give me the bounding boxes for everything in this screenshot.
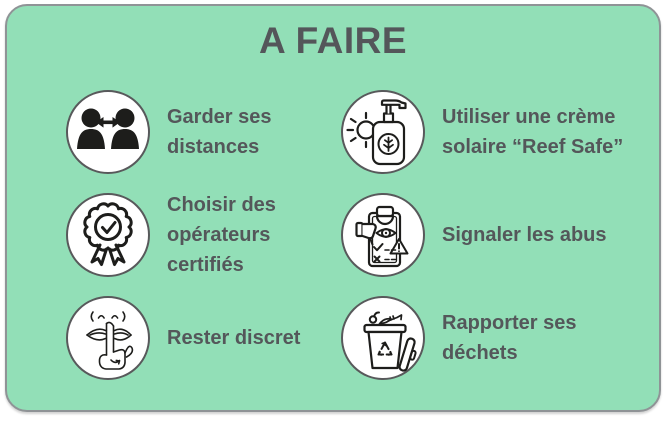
icon-circle	[341, 90, 425, 174]
icon-circle	[341, 296, 425, 380]
list-item-rapporter-dechets: Rapporter ses déchets	[341, 296, 577, 380]
certified-badge-icon	[83, 202, 133, 266]
item-label: Choisir des opérateurs certifiés	[167, 194, 276, 276]
list-item-signaler-abus: Signaler les abus	[341, 193, 607, 277]
item-label: Rester discret	[167, 327, 301, 349]
item-label: Signaler les abus	[442, 224, 607, 246]
icon-circle	[66, 193, 150, 277]
icon-circle	[341, 193, 425, 277]
reef-safe-sunscreen-icon	[346, 99, 407, 166]
todo-card: A FAIRE Garder ses distances	[5, 4, 661, 412]
item-label: Rapporter ses déchets	[442, 312, 577, 364]
list-item-creme-solaire: Utiliser une crème solaire “Reef Safe”	[341, 90, 623, 174]
take-back-waste-icon	[363, 311, 417, 372]
icon-circle	[66, 90, 150, 174]
item-label: Utiliser une crème solaire “Reef Safe”	[442, 106, 624, 158]
card-title: A FAIRE	[258, 20, 408, 61]
silence-icon	[86, 311, 134, 370]
report-abuse-icon	[355, 205, 409, 268]
list-item-garder-distances: Garder ses distances	[66, 90, 272, 174]
people-distance-icon	[77, 108, 139, 149]
icon-circle	[66, 296, 150, 380]
list-item-operateurs-certifies: Choisir des opérateurs certifiés	[66, 193, 276, 277]
list-item-rester-discret: Rester discret	[66, 296, 300, 380]
item-label: Garder ses distances	[167, 106, 272, 158]
